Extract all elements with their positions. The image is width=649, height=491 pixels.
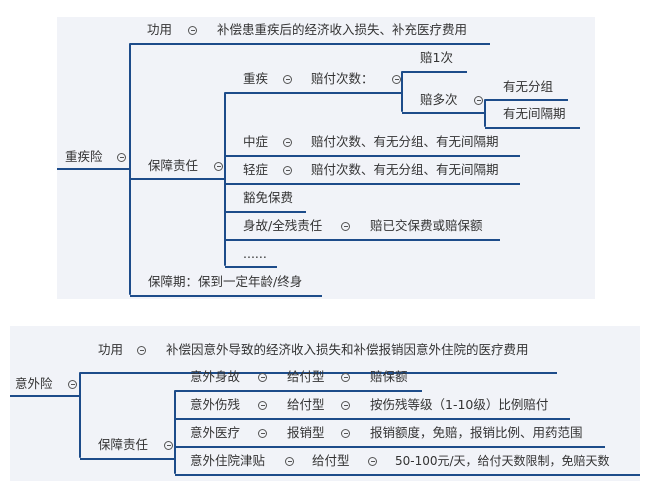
connector (224, 92, 226, 266)
row-text: 50-100元/天，给付天数限制，免赔天数 (395, 454, 610, 468)
claims-label: 赔付次数： (311, 71, 374, 86)
connector (79, 372, 81, 458)
interval-option: 有无间隔期 (503, 106, 566, 121)
mild-text: 赔付次数、有无分组、有无间隔期 (311, 162, 499, 177)
connector (225, 92, 402, 94)
collapse-icon[interactable] (341, 373, 350, 382)
collapse-icon[interactable] (68, 380, 77, 389)
function-label: 功用 (98, 342, 124, 357)
connector (174, 390, 176, 474)
collapse-icon[interactable] (392, 75, 401, 84)
row-name: 意外医疗 (190, 425, 241, 440)
connector (484, 99, 486, 127)
row-name: 意外住院津贴 (190, 453, 266, 468)
function-label: 功用 (147, 22, 173, 37)
connector (225, 155, 520, 157)
connector (175, 418, 570, 420)
function-text: 补偿患重疾后的经济收入损失、补充医疗费用 (217, 22, 468, 37)
connector (10, 395, 80, 397)
row-type: 给付型 (312, 453, 350, 468)
claim-once: 赔1次 (420, 50, 453, 65)
medium-text: 赔付次数、有无分组、有无间隔期 (311, 134, 499, 149)
connector (401, 71, 403, 112)
collapse-icon[interactable] (258, 401, 267, 410)
connector (225, 266, 277, 268)
root-node: 重疾险 (65, 149, 103, 164)
group-option: 有无分组 (503, 79, 554, 94)
collapse-icon[interactable] (214, 162, 223, 171)
more-label: ...... (243, 246, 267, 261)
row-type: 给付型 (287, 397, 325, 412)
connector (485, 127, 580, 129)
connector (402, 112, 485, 114)
connector (80, 458, 175, 460)
claim-multiple: 赔多次 (420, 92, 458, 107)
row-name: 意外身故 (190, 369, 241, 384)
death-text: 赔已交保费或赔保额 (370, 218, 483, 233)
connector (130, 178, 225, 180)
connector (175, 446, 605, 448)
collapse-icon[interactable] (285, 457, 294, 466)
connector (485, 99, 568, 101)
connector (57, 168, 130, 170)
collapse-icon[interactable] (283, 138, 292, 147)
connector (129, 43, 131, 295)
waiver-label: 豁免保费 (243, 190, 294, 205)
connector (80, 372, 557, 374)
collapse-icon[interactable] (474, 96, 483, 105)
major-label: 重疾 (243, 71, 269, 86)
coverage-label: 保障责任 (98, 437, 149, 452)
row-name: 意外伤残 (190, 397, 241, 412)
collapse-icon[interactable] (117, 153, 126, 162)
connector (130, 295, 322, 297)
collapse-icon[interactable] (258, 373, 267, 382)
connector (130, 43, 490, 45)
function-text: 补偿因意外导致的经济收入损失和补偿报销因意外住院的医疗费用 (166, 342, 529, 357)
row-text: 按伤残等级（1-10级）比例赔付 (370, 397, 549, 412)
collapse-icon[interactable] (258, 429, 267, 438)
connector (225, 239, 500, 241)
collapse-icon[interactable] (283, 75, 292, 84)
connector (175, 390, 422, 392)
period-label: 保障期：保到一定年龄/终身 (148, 274, 303, 289)
collapse-icon[interactable] (164, 441, 173, 450)
collapse-icon[interactable] (341, 429, 350, 438)
coverage-label: 保障责任 (148, 158, 199, 173)
collapse-icon[interactable] (188, 26, 197, 35)
medium-label: 中症 (243, 134, 269, 149)
row-text: 报销额度，免赔，报销比例、用药范围 (370, 425, 583, 440)
collapse-icon[interactable] (137, 346, 146, 355)
row-type: 给付型 (287, 369, 325, 384)
connector (225, 211, 306, 213)
collapse-icon[interactable] (368, 457, 377, 466)
critical-illness-mindmap (57, 17, 595, 299)
collapse-icon[interactable] (341, 401, 350, 410)
connector (225, 183, 520, 185)
collapse-icon[interactable] (283, 166, 292, 175)
collapse-icon[interactable] (341, 222, 350, 231)
accident-mindmap (10, 326, 640, 481)
connector (402, 71, 467, 73)
connector (175, 474, 640, 476)
root-node: 意外险 (15, 376, 53, 391)
death-label: 身故/全残责任 (243, 218, 323, 233)
row-text: 赔保额 (370, 369, 408, 384)
row-type: 报销型 (287, 425, 325, 440)
mild-label: 轻症 (243, 162, 269, 177)
